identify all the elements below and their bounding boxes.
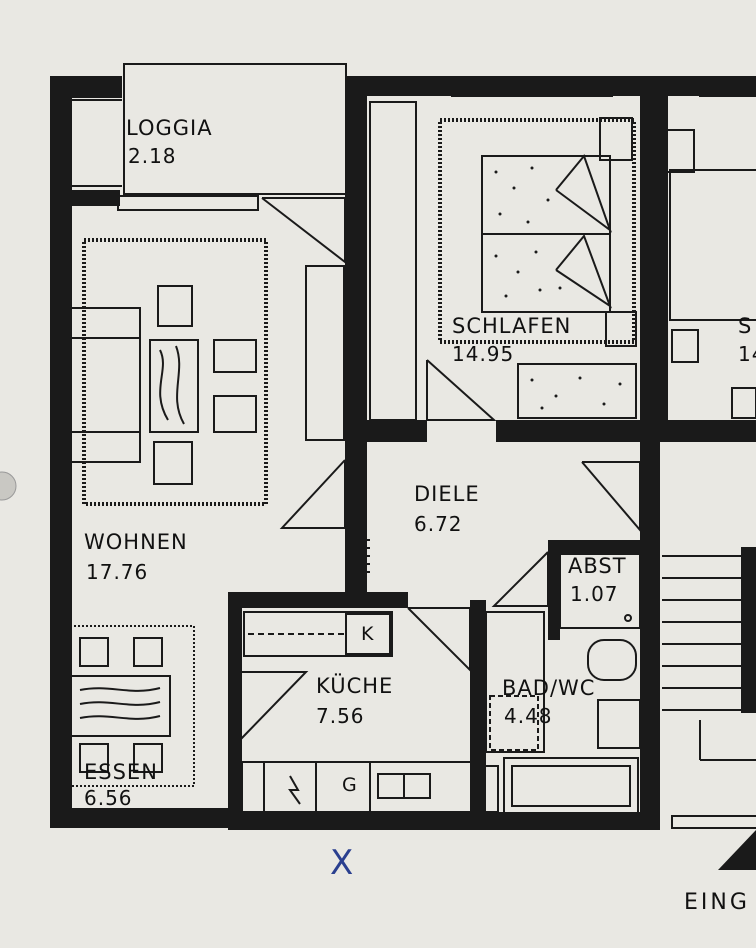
- room-area-wohnen: 17.76: [86, 560, 149, 584]
- room-label-bad-wc: BAD/WC: [502, 676, 596, 700]
- wardrobe: [305, 101, 417, 441]
- radiators: [356, 539, 370, 573]
- room-area-diele: 6.72: [414, 512, 463, 536]
- room-label-abst: ABST: [568, 554, 627, 578]
- room-area-schlafen: 14.95: [452, 342, 515, 366]
- loggia: [72, 63, 347, 195]
- room-area-bad-wc: 4.48: [504, 704, 553, 728]
- room-label-wohnen: WOHNEN: [84, 530, 188, 554]
- room-label-loggia: LOGGIA: [126, 116, 213, 140]
- stairwell: [662, 547, 756, 870]
- room-area-essen: 6.56: [84, 786, 133, 810]
- room-area-loggia: 2.18: [128, 144, 177, 168]
- bed: [438, 117, 756, 419]
- kitchen-fridge-label: K: [361, 623, 375, 645]
- doors: [239, 197, 641, 741]
- room-area-abst: 1.07: [570, 582, 619, 606]
- kitchen-stove-label: G: [342, 774, 358, 796]
- room-area-schlafen-2: 14: [738, 342, 756, 366]
- room-label-kueche: KÜCHE: [316, 674, 394, 698]
- room-area-kueche: 7.56: [316, 704, 365, 728]
- dining-furniture: [65, 625, 195, 787]
- punch-hole: [0, 471, 17, 501]
- room-label-schlafen-2: S: [738, 314, 753, 338]
- windows: [69, 83, 756, 829]
- bed-texture: [494, 166, 622, 410]
- living-furniture: [69, 238, 268, 506]
- handwritten-x-mark: X: [330, 843, 355, 883]
- entrance-label: EING: [684, 890, 750, 915]
- room-label-essen: ESSEN: [84, 760, 158, 784]
- kitchen-fixtures: [241, 611, 475, 813]
- room-label-diele: DIELE: [414, 482, 480, 506]
- room-label-schlafen: SCHLAFEN: [452, 314, 572, 338]
- abst-room: [559, 553, 641, 629]
- bathroom-fixtures: [483, 611, 641, 815]
